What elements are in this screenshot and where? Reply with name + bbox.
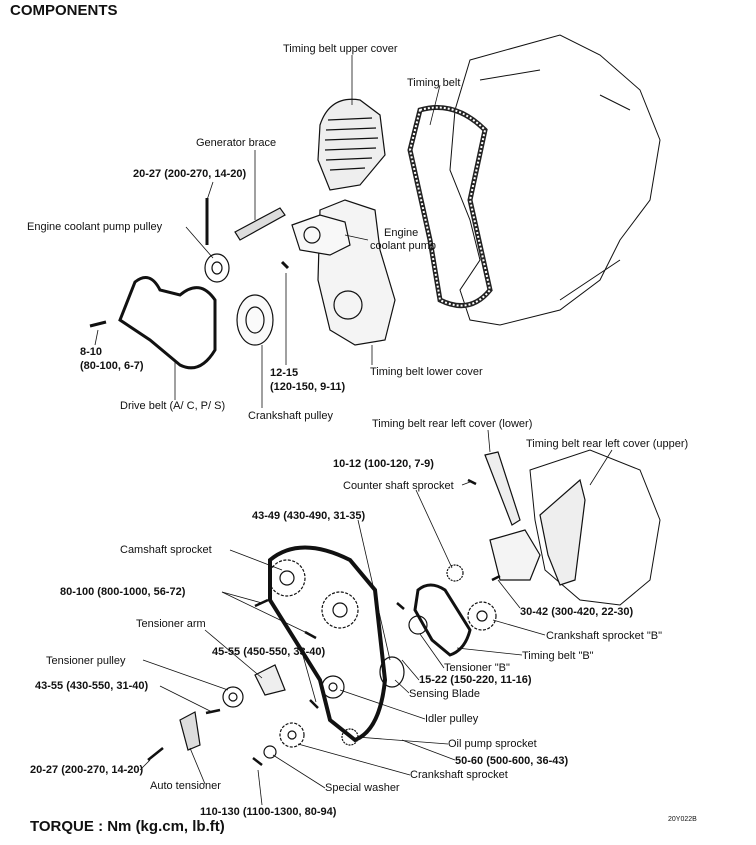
label-torque-12-15-2: (120-150, 9-11) [270,381,346,393]
tensioner-pulley [222,686,244,708]
crankshaft-sprocket-b [467,601,497,631]
crankshaft-pulley [236,294,274,346]
bracket-housing [489,529,541,581]
engine-block-upper [449,34,661,326]
rear-left-cover-lower [484,451,521,526]
label-tensioner-arm: Tensioner arm [136,618,206,630]
label-torque-10-12: 10-12 (100-120, 7-9) [333,458,434,470]
label-engine-coolant-pump-2: coolant pump [370,240,437,252]
upper-leader-lines [94,55,441,408]
sensing-blade [379,656,405,688]
lower-bolts [147,478,501,766]
label-torque-43-55: 43-55 (430-550, 31-40) [35,680,149,692]
label-counter-shaft-sprocket: Counter shaft sprocket [343,480,454,492]
timing-belt-lower [268,545,388,743]
crankshaft-sprocket [279,722,305,748]
tensioner-arm [254,664,286,696]
coolant-pump-pulley [204,253,230,283]
idler-pulley [321,675,345,699]
label-torque-15-22: 15-22 (150-220, 11-16) [419,674,532,686]
label-tensioner-b: Tensioner "B" [444,662,510,674]
label-torque-20-27-top: 20-27 (200-270, 14-20) [133,168,247,180]
label-torque-12-15-1: 12-15 [270,367,299,379]
figure-code: 20Y022B [668,816,697,823]
label-torque-8-10-1: 8-10 [80,346,103,358]
label-rear-left-cover-upper: Timing belt rear left cover (upper) [526,438,689,450]
timing-belt-upper [407,105,493,309]
label-idler-pulley: Idler pulley [425,713,479,725]
label-tensioner-pulley: Tensioner pulley [46,655,126,667]
torque-note: TORQUE : Nm (kg.cm, lb.ft) [30,818,225,835]
tensioner-b [408,615,428,635]
lower-leader-lines [139,429,613,806]
label-auto-tensioner: Auto tensioner [150,780,221,792]
label-crankshaft-sprocket-b: Crankshaft sprocket "B" [546,630,663,642]
label-torque-50-60: 50-60 (500-600, 36-43) [455,755,569,767]
engine-block-lower [529,449,661,606]
label-special-washer: Special washer [325,782,400,794]
special-washer [263,745,277,759]
engine-coolant-pump [291,214,351,256]
label-crankshaft-pulley: Crankshaft pulley [248,410,333,422]
label-timing-belt-b: Timing belt "B" [522,650,594,662]
label-torque-43-49: 43-49 (430-490, 31-35) [252,510,366,522]
label-timing-belt-upper-cover: Timing belt upper cover [283,43,398,55]
label-torque-80-100: 80-100 (800-1000, 56-72) [60,586,186,598]
label-torque-20-27-bottom: 20-27 (200-270, 14-20) [30,764,144,776]
timing-belt-b [413,583,472,657]
timing-belt-upper-cover [317,98,386,191]
bolt-12-15 [280,260,290,270]
label-engine-coolant-pump-1: Engine [384,227,419,239]
label-drive-belt: Drive belt (A/ C, P/ S) [120,400,226,412]
label-torque-8-10-2: (80-100, 6-7) [80,360,144,372]
page-title: COMPONENTS [10,2,118,19]
label-timing-belt: Timing belt [407,77,461,89]
label-oil-pump-sprocket: Oil pump sprocket [448,738,537,750]
label-sensing-blade: Sensing Blade [409,688,480,700]
auto-tensioner [179,711,201,751]
label-torque-45-55: 45-55 (450-550, 33-40) [212,646,326,658]
label-generator-brace: Generator brace [196,137,277,149]
label-rear-left-cover-lower: Timing belt rear left cover (lower) [372,418,533,430]
generator-brace [234,207,286,241]
label-crankshaft-sprocket: Crankshaft sprocket [410,769,508,781]
rear-left-cover-upper [539,478,586,586]
label-timing-belt-lower-cover: Timing belt lower cover [370,366,483,378]
bolt-8-10 [89,320,107,328]
label-engine-coolant-pump-pulley: Engine coolant pump pulley [27,221,163,233]
label-torque-30-42: 30-42 (300-420, 22-30) [520,606,634,618]
label-torque-110-130: 110-130 (1100-1300, 80-94) [200,806,337,818]
drive-belt [118,276,217,370]
label-camshaft-sprocket: Camshaft sprocket [120,544,212,556]
counter-shaft-sprocket [446,564,464,582]
